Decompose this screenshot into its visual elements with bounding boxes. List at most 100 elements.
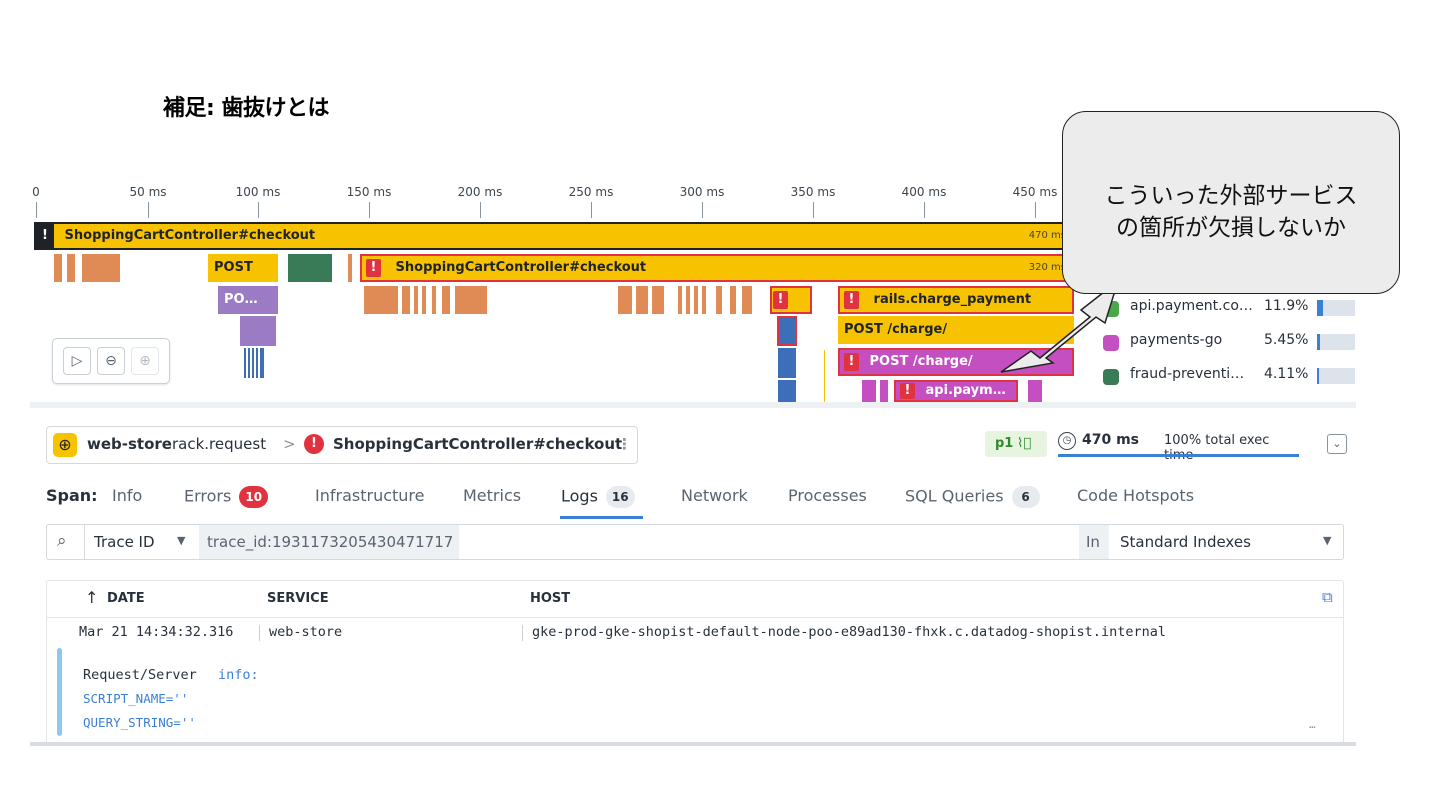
- log-line: SCRIPT_NAME='': [83, 691, 189, 706]
- flame-span[interactable]: [702, 286, 706, 314]
- flame-span[interactable]: [716, 286, 722, 314]
- span-label: POST: [214, 260, 253, 275]
- flame-span[interactable]: [288, 254, 332, 282]
- expand-icon[interactable]: ▷: [63, 347, 91, 375]
- flame-span[interactable]: [252, 348, 254, 378]
- tick-line: [813, 202, 814, 218]
- flame-span[interactable]: [730, 286, 736, 314]
- flame-span[interactable]: [652, 286, 664, 314]
- column-date[interactable]: DATE: [107, 591, 145, 606]
- flame-span[interactable]: [240, 316, 276, 346]
- zoom-in-icon[interactable]: ⊕: [131, 347, 159, 375]
- cell-divider: [259, 625, 260, 641]
- chevron-down-icon[interactable]: ▼: [177, 534, 186, 547]
- tab-info[interactable]: Info: [112, 486, 143, 505]
- search-query[interactable]: trace_id:1931173205430471717: [207, 533, 454, 551]
- sort-arrow-icon[interactable]: ↑: [85, 588, 99, 607]
- flame-span[interactable]: [636, 286, 648, 314]
- flame-span[interactable]: [694, 286, 698, 314]
- flame-span-po[interactable]: PO…: [218, 286, 278, 314]
- more-icon[interactable]: …: [1309, 718, 1316, 731]
- callout-box: こういった外部サービス の箇所が欠損しないか: [1062, 111, 1400, 294]
- error-icon: !: [844, 290, 859, 309]
- search-field-select[interactable]: Trace ID: [94, 533, 155, 551]
- flame-span[interactable]: [880, 380, 888, 402]
- priority-label: p1: [995, 436, 1014, 451]
- open-external-icon[interactable]: ⧉: [1322, 588, 1333, 606]
- log-host: gke-prod-gke-shopist-default-node-poo-e8…: [532, 624, 1166, 640]
- error-icon: !: [773, 290, 788, 309]
- flame-span[interactable]: [67, 254, 75, 282]
- tab-infrastructure[interactable]: Infrastructure: [315, 486, 425, 505]
- flame-span[interactable]: [244, 348, 246, 378]
- tab-network[interactable]: Network: [681, 486, 748, 505]
- flame-span[interactable]: [54, 254, 62, 282]
- column-host[interactable]: HOST: [530, 591, 571, 606]
- collapse-icon[interactable]: ⌄: [1327, 434, 1347, 454]
- flame-span[interactable]: [260, 348, 264, 378]
- flame-span-post[interactable]: POST: [208, 254, 278, 282]
- tab-processes[interactable]: Processes: [788, 486, 867, 505]
- legend-swatch: [1103, 369, 1119, 385]
- flame-span[interactable]: [678, 286, 682, 314]
- priority-badge[interactable]: p1 ⌇⃤: [985, 431, 1047, 457]
- flame-span[interactable]: [778, 380, 796, 402]
- flame-span[interactable]: [1028, 380, 1042, 402]
- flame-span[interactable]: [824, 350, 825, 402]
- zoom-controls: ▷ ⊖ ⊕: [52, 338, 170, 384]
- legend-bar-fill: [1317, 300, 1323, 316]
- breadcrumb-service[interactable]: web-store: [87, 435, 172, 453]
- flame-span[interactable]: [862, 380, 876, 402]
- tab-label: SQL Queries: [905, 486, 1004, 506]
- flame-span[interactable]: [348, 254, 352, 282]
- flame-span[interactable]: [256, 348, 258, 378]
- flame-span[interactable]: [778, 348, 796, 378]
- flame-span[interactable]: [422, 286, 426, 314]
- flame-span-error[interactable]: !: [770, 286, 812, 314]
- flame-span[interactable]: [432, 286, 436, 314]
- flame-span[interactable]: [402, 286, 410, 314]
- flame-span[interactable]: [442, 286, 450, 314]
- flame-span[interactable]: [618, 286, 632, 314]
- tab-label: Logs: [561, 486, 598, 506]
- tab-metrics[interactable]: Metrics: [463, 486, 522, 505]
- tick-label: 0: [32, 185, 40, 199]
- globe-icon: ⊕: [53, 433, 77, 457]
- span-label: POST /charge/: [869, 354, 973, 369]
- flame-span[interactable]: [248, 348, 250, 378]
- chevron-down-icon[interactable]: ▼: [1323, 534, 1332, 547]
- column-service[interactable]: SERVICE: [267, 591, 329, 606]
- header-divider: [47, 617, 1343, 618]
- flame-span-inner[interactable]: ! ShoppingCartController#checkout 320 ms: [360, 254, 1074, 282]
- flame-span-root[interactable]: ! ShoppingCartController#checkout 470 ms: [34, 222, 1074, 250]
- active-tab-underline: [560, 516, 643, 519]
- zoom-out-icon[interactable]: ⊖: [97, 347, 125, 375]
- callout-arrow: [1000, 280, 1120, 373]
- span-label: PO…: [224, 292, 258, 307]
- breadcrumb-resource[interactable]: ShoppingCartController#checkout: [333, 435, 623, 453]
- legend-bar-fill: [1317, 368, 1319, 384]
- flame-span[interactable]: [82, 254, 120, 282]
- flame-span[interactable]: [364, 286, 398, 314]
- divider: [84, 525, 85, 559]
- table-row[interactable]: Mar 21 14:34:32.316 web-store gke-prod-g…: [47, 618, 1343, 746]
- tab-label: Errors: [184, 486, 232, 506]
- flame-span[interactable]: [455, 286, 487, 314]
- flame-span[interactable]: [777, 316, 797, 346]
- panel-divider[interactable]: [30, 402, 1356, 408]
- flame-span[interactable]: [686, 286, 690, 314]
- chart-icon: ⌇⃤: [1017, 436, 1032, 451]
- flame-span-rails-charge[interactable]: ! rails.charge_payment: [838, 286, 1074, 314]
- flame-span-post-charge[interactable]: POST /charge/: [838, 316, 1074, 344]
- tab-code-hotspots[interactable]: Code Hotspots: [1077, 486, 1195, 505]
- more-icon[interactable]: ⋮: [617, 435, 632, 453]
- flame-span[interactable]: [742, 286, 752, 314]
- index-select[interactable]: Standard Indexes: [1120, 533, 1251, 551]
- flame-span-api-paym[interactable]: ! api.paym…: [894, 380, 1018, 402]
- span-duration: 470 ms: [1028, 230, 1066, 241]
- log-search-bar: ⌕ Trace ID ▼ trace_id:193117320543047171…: [46, 524, 1344, 560]
- flame-span[interactable]: [414, 286, 418, 314]
